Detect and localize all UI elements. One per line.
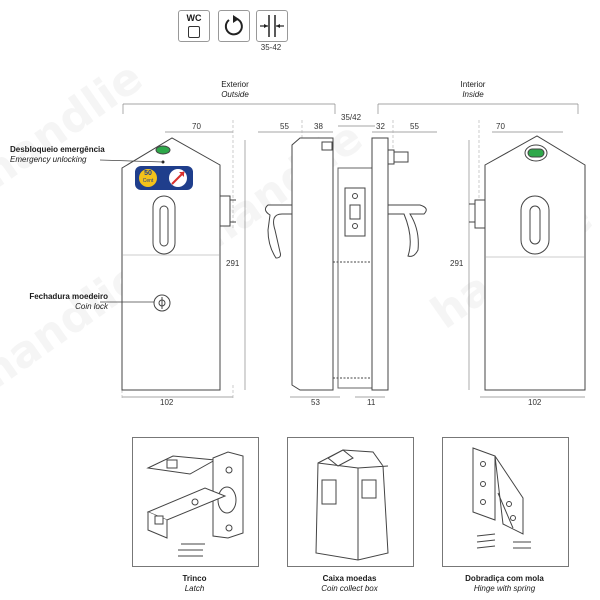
dim-left-width-top: 70 [192,122,201,131]
exterior-label-en: Outside [221,90,249,99]
spring-hinge-label: Dobradiça com mola [465,574,544,583]
latch-label-en: Latch [184,584,205,593]
spring-hinge-label-en: Hinge with spring [473,584,536,593]
interior-label: Interior [460,80,486,89]
rotation-icon [218,10,250,42]
dim-side-53: 53 [311,398,320,407]
wc-square-icon [188,26,200,38]
coin-box-icon [315,449,389,561]
spring-hinge-caption: Dobradiça com mola Hinge with spring [442,574,567,594]
wc-indicator-icon: WC [178,10,210,42]
emergency-label-en: Emergency unlocking [10,155,87,164]
exterior-label: Exterior [221,80,249,89]
dim-side-55-left: 55 [280,122,289,131]
door-thickness-icon [256,10,288,42]
wc-label: WC [186,13,202,23]
coin-box-panel [287,437,414,567]
latch-caption: Trinco Latch [132,574,257,594]
coin-badge-value: 50 [144,170,152,177]
interior-header: Interior Inside [438,80,508,100]
coin-lock-label-en: Coin lock [75,302,108,311]
coin-badge-unit: Cent [142,178,154,184]
coin-lock-label: Fechadura moedeiro [29,292,108,301]
coin-lock-callout: Fechadura moedeiro Coin lock [18,292,108,312]
spring-hinge-panel [442,437,569,567]
dim-side-55-right: 55 [410,122,419,131]
latch-icon [146,451,244,557]
coin-badge-icon [135,166,193,190]
coin-box-label-en: Coin collect box [321,584,378,593]
coin-box-caption: Caixa moedas Coin collect box [287,574,412,594]
dim-side-32: 32 [376,122,385,131]
emergency-label: Desbloqueio emergência [10,145,105,154]
interior-front-plate [469,135,586,391]
spring-hinge-icon [472,447,531,549]
side-section-view [264,137,427,391]
latch-panel [132,437,259,567]
dim-right-width-bottom: 102 [528,398,542,407]
exterior-header: Exterior Outside [200,80,270,100]
dim-left-width-bottom: 102 [160,398,174,407]
dim-right-width-top: 70 [496,122,505,131]
emergency-unlock-callout: Desbloqueio emergência Emergency unlocki… [10,145,120,165]
coin-box-label: Caixa moedas [322,574,377,583]
latch-label: Trinco [182,574,207,583]
thickness-range-label: 35-42 [260,43,282,52]
exterior-front-plate [121,137,236,391]
dim-side-11: 11 [367,398,376,407]
dim-left-height: 291 [226,259,240,268]
interior-label-en: Inside [462,90,484,99]
dim-side-38: 38 [314,122,323,131]
dim-side-door: 35/42 [341,113,362,122]
dim-right-height: 291 [450,259,464,268]
